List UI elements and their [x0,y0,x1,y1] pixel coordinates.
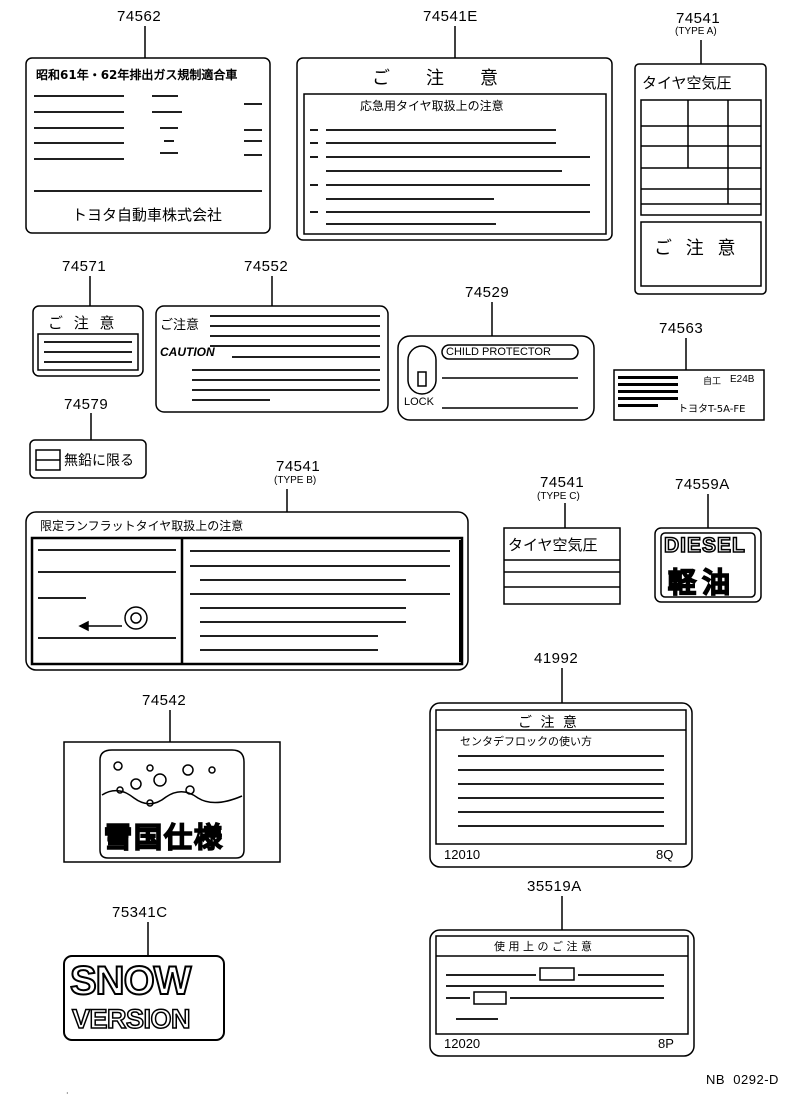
label-41992-code-right: 8Q [656,847,674,862]
label-74541E-lines [310,129,590,225]
label-35519A-box-1 [539,967,575,981]
stray-mark: · [66,1089,69,1098]
label-74541-type-c-title: タイヤ空気圧 [508,536,598,554]
part-number-74529: 74529 [465,284,510,301]
label-74552-lines [192,315,380,401]
label-74562-outline [25,57,271,234]
label-74562-heading: 昭和61年・62年排出ガス規制適合車 [36,68,238,82]
label-74541E-outline [296,57,613,241]
label-74541-type-a-grid [641,100,761,205]
label-74541-type-a-caution: ご 注 意 [654,238,740,259]
label-41992-inner [435,709,687,845]
part-number-74541-type-a: 74541 [676,10,721,27]
type-a-label: (TYPE A) [675,26,717,37]
label-75341C-snow: SNOW [69,959,192,1003]
label-74541-type-b-outline [25,511,469,671]
label-74541-type-a-table [640,99,762,216]
label-75341C-outline [63,955,225,1041]
label-41992-subtitle: センタデフロックの使い方 [460,735,592,748]
label-35519A-outline [429,929,695,1057]
part-number-74579: 74579 [64,396,109,413]
label-41992-code-left: 12010 [444,847,481,862]
label-74541E-inner [303,93,607,235]
label-74541-type-c-outline [503,527,621,605]
label-41992-outline [429,702,693,868]
target-inner-icon [130,612,142,624]
label-74529-lock: LOCK [404,396,434,408]
label-74541-type-a-outline [634,63,767,295]
label-35519A-inner [435,935,689,1035]
label-74571-title: ご 注 意 [48,314,118,332]
label-74563-code-1: E24B [730,374,755,385]
part-number-74563: 74563 [659,320,704,337]
label-74563-outline [613,369,765,421]
label-74563-code-2: トヨタT-5A-FE [678,404,746,415]
label-74541-type-b-inner [30,536,464,666]
label-74579-text: 無鉛に限る [64,453,134,469]
label-74571-inner [37,333,139,371]
label-41992-lines [458,755,664,827]
part-number-74562: 74562 [117,8,162,25]
part-number-75341C: 75341C [112,904,168,921]
label-74541-type-a-caution-box [640,221,762,287]
label-35519A-box-2 [473,991,507,1005]
label-35519A-title: 使 用 上 の ご 注 意 [494,940,592,953]
label-74563-sub: 自工 [703,377,722,387]
part-number-74559A: 74559A [675,476,730,493]
type-b-label: (TYPE B) [274,475,317,486]
type-c-label: (TYPE C) [537,491,580,502]
label-74541E-title: ご 注 意 [372,68,498,89]
arrow-head-icon [78,620,89,632]
label-74542-badge [99,749,245,859]
label-74529-child-protector: CHILD PROTECTOR [446,346,551,358]
label-74541E-subtitle: 応急用タイヤ取扱上の注意 [360,99,504,113]
label-74541-type-b-lines [38,549,450,651]
snow-wave-icon [101,789,243,805]
label-74559A-diesel: DIESEL [663,533,746,558]
part-number-74541E: 74541E [423,8,478,25]
label-74562-lines [34,95,262,192]
lock-switch-icon [407,345,437,395]
label-74541-type-b-title: 限定ランフラットタイヤ取扱上の注意 [40,519,244,533]
label-74529-badge [441,344,579,360]
diagram-code: NB 0292-D [706,1072,779,1087]
label-74529-lines [442,377,578,409]
label-74542-outline [63,741,281,863]
label-35519A-lines [446,974,664,1020]
lock-knob-icon [417,371,427,387]
label-41992-title: ご 注 意 [518,715,579,731]
label-75341C-version: VERSION [71,1003,191,1035]
part-number-35519A: 35519A [527,878,582,895]
label-74529-outline [397,335,595,421]
target-circle-icon [124,606,148,630]
label-74552-outline [155,305,389,413]
part-number-74542: 74542 [142,692,187,709]
label-74571-outline [32,305,144,377]
label-74541-type-a-title: タイヤ空気圧 [642,74,732,92]
label-74562-footer: トヨタ自動車株式会社 [72,206,223,224]
part-number-74541-type-c: 74541 [540,474,585,491]
label-74559A-inner [660,532,756,598]
label-74563-fine-print [618,374,678,416]
label-74579-outline [29,439,147,479]
label-74552-title: ご注意 [160,318,200,333]
snowflake-dots-icon [113,761,216,807]
label-74552-caution: CAUTION [160,345,215,359]
part-number-41992: 41992 [534,650,579,667]
part-number-74552: 74552 [244,258,289,275]
part-number-74571: 74571 [62,258,107,275]
part-number-74541-type-b: 74541 [276,458,321,475]
label-74559A-outline [654,527,762,603]
label-74559A-keiyu: 軽油 [667,565,737,600]
label-74571-lines [44,341,132,363]
label-35519A-code-right: 8P [658,1036,674,1051]
label-74542-text: 雪国仕様 [103,820,225,855]
label-35519A-code-left: 12020 [444,1036,481,1051]
